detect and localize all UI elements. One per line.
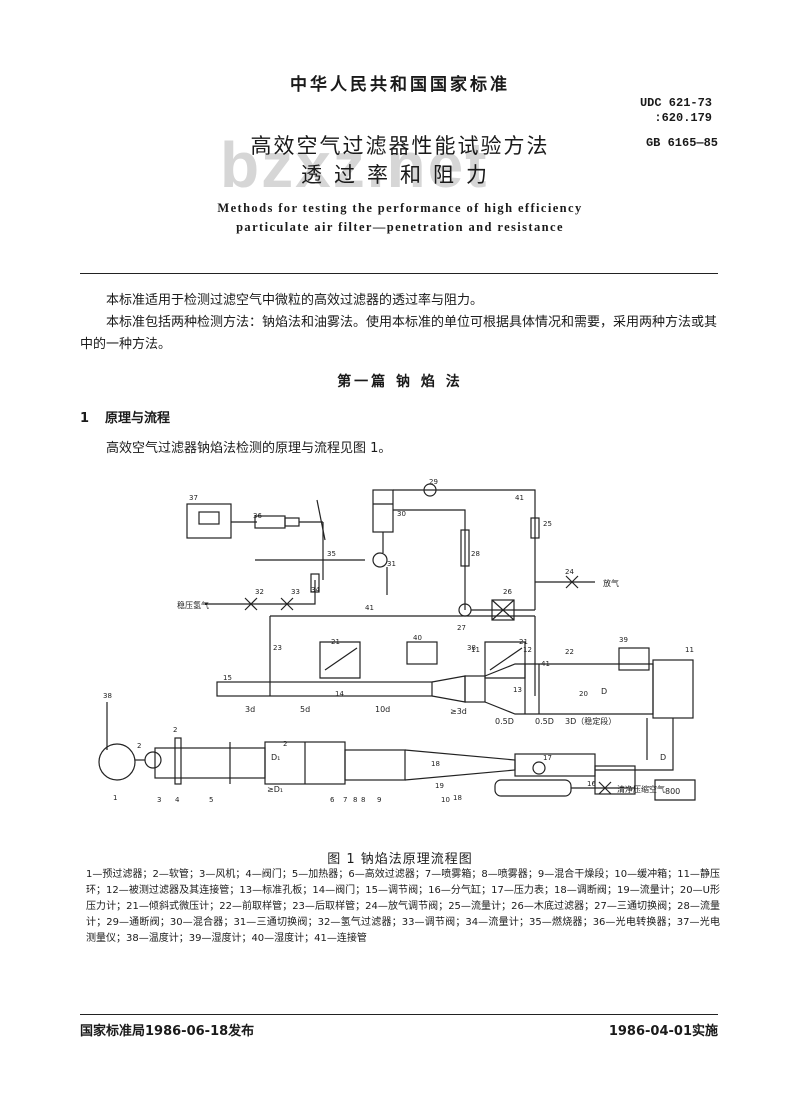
component-number: 32 — [255, 588, 264, 596]
english-title-line-2: particulate air filter—penetration and r… — [236, 220, 564, 234]
figure-legend: 1—预过滤器；2—软管；3—风机；4—阀门；5—加热器；6—高效过滤器；7—喷雾… — [86, 869, 720, 944]
component-number: 23 — [273, 644, 282, 652]
component-number: 2 — [137, 742, 141, 750]
component-number: 14 — [335, 690, 344, 698]
component-number: 15 — [223, 674, 232, 682]
component-number: 41 — [365, 604, 374, 612]
component-number: 4 — [175, 796, 180, 804]
component-number: 8 — [361, 796, 365, 804]
component-number: 25 — [543, 520, 552, 528]
section-text: 高效空气过滤器钠焰法检测的原理与流程见图 1。 — [106, 441, 392, 456]
component-number: 40 — [413, 634, 422, 642]
dim-3D: 3D（稳定段） — [565, 716, 616, 726]
gb-number: GB 6165—85 — [645, 136, 718, 150]
component-number: 26 — [503, 588, 512, 596]
component-number: 41 — [541, 660, 550, 668]
part-title: 第一篇 钠 焰 法 — [337, 374, 463, 390]
component-number: 20 — [579, 690, 588, 698]
effective-date: 1986-04-01实施 — [608, 1024, 718, 1039]
component-number: 1 — [113, 794, 117, 802]
component-number: 39 — [619, 636, 628, 644]
header-rule — [80, 273, 718, 274]
component-number: 5 — [209, 796, 213, 804]
dim-800-label: 800 — [665, 787, 680, 796]
dim-05D-b: 0.5D — [535, 717, 554, 726]
component-number: 28 — [471, 550, 480, 558]
component-number: 2 — [173, 726, 177, 734]
mixer-box — [372, 489, 394, 533]
component-number: 27 — [457, 624, 466, 632]
doc-title-line-2: 透过率和阻力 — [301, 163, 499, 187]
dim-05D-a: 0.5D — [495, 717, 514, 726]
component-number: 2 — [283, 740, 287, 748]
component-number: 18 — [453, 794, 462, 802]
udc-number: UDC 621-73 :620.179 — [606, 96, 712, 126]
watermark: bzxz.net — [220, 129, 489, 201]
component-number: 19 — [435, 782, 444, 790]
dim-D1: D₁ — [271, 753, 280, 762]
exhaust-label: 放气 — [603, 578, 619, 588]
component-number: 41 — [515, 494, 524, 502]
component-number: 6 — [330, 796, 335, 804]
dim-5d: 5d — [300, 705, 310, 714]
component-number: 11 — [471, 646, 480, 654]
section-heading: 1 原理与流程 — [80, 407, 170, 426]
component-number: 18 — [431, 760, 440, 768]
component-number: 22 — [565, 648, 574, 656]
section-title: 原理与流程 — [105, 411, 171, 426]
doc-title-line-1: 高效空气过滤器性能试验方法 — [250, 134, 550, 158]
dim-10d: 10d — [375, 705, 390, 714]
component-number: 38 — [103, 692, 112, 700]
component-number: 36 — [253, 512, 262, 520]
component-number: 13 — [513, 686, 522, 694]
udc-line-1: UDC 621-73 — [639, 96, 712, 110]
udc-line-2: :620.179 — [654, 111, 712, 125]
component-number: 33 — [291, 588, 300, 596]
dim-3d-min: ≥3d — [450, 707, 467, 716]
clean-air-label: 清净压缩空气 — [617, 784, 665, 794]
section-number: 1 — [80, 411, 90, 426]
component-number: 37 — [189, 494, 198, 502]
component-number: 3 — [157, 796, 161, 804]
dim-3d: 3d — [245, 705, 255, 714]
component-number: 21 — [519, 638, 528, 646]
dim-D1-min: ≥D₁ — [267, 785, 283, 794]
component-number: 8 — [353, 796, 357, 804]
hydrogen-supply-label: 稳压氢气 — [177, 600, 209, 610]
dim-D-a: D — [601, 687, 607, 696]
buffer-box — [652, 659, 694, 719]
component-number: 10 — [441, 796, 450, 804]
footer-rule — [80, 1014, 718, 1015]
intro-paragraph-2: 本标准包括两种检测方法：钠焰法和油雾法。使用本标准的单位可根据具体情况和需要，采… — [80, 315, 718, 352]
component-number: 17 — [543, 754, 552, 762]
component-number: 9 — [377, 796, 381, 804]
component-number: 31 — [387, 560, 396, 568]
photoelectric-meter-box — [186, 503, 232, 539]
component-number: 30 — [397, 510, 406, 518]
dim-D-b: D — [660, 753, 666, 762]
component-number: 35 — [327, 550, 336, 558]
component-number: 24 — [565, 568, 574, 576]
component-number: 11 — [685, 646, 694, 654]
component-number: 34 — [311, 586, 320, 594]
intro-paragraph-1: 本标准适用于检测过滤空气中微粒的高效过滤器的透过率与阻力。 — [106, 293, 484, 308]
component-number: 16 — [587, 780, 596, 788]
issue-date: 国家标准局1986-06-18发布 — [80, 1024, 255, 1039]
component-number: 38 — [467, 644, 476, 652]
component-number: 21 — [331, 638, 340, 646]
process-flow-diagram: 稳压氢气 放气 清净压缩空气 800 3d 5d 10d ≥3d 0.5D 0.… — [98, 478, 696, 804]
component-number: 29 — [429, 478, 438, 486]
english-title-line-1: Methods for testing the performance of h… — [217, 201, 583, 215]
issuing-standard: 中华人民共和国国家标准 — [290, 75, 510, 95]
component-number: 7 — [343, 796, 347, 804]
figure-caption: 图 1 钠焰法原理流程图 — [327, 852, 473, 867]
component-number: 12 — [523, 646, 532, 654]
